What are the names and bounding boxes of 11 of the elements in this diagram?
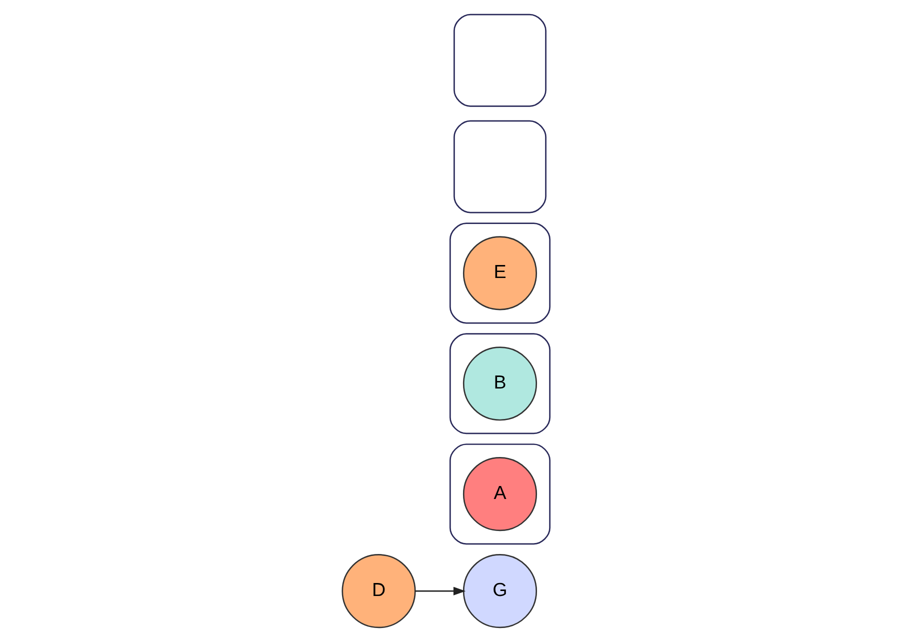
node-circle: A [462,457,537,532]
cluster [448,444,550,545]
node-circle: E [462,236,537,310]
node-circle: D [341,554,416,628]
cluster [448,333,550,434]
node-box [453,14,546,107]
arrow [414,586,466,596]
node-circle: B [462,346,537,421]
node-box [453,120,546,214]
node-circle: G [462,554,537,628]
cluster [448,222,550,324]
